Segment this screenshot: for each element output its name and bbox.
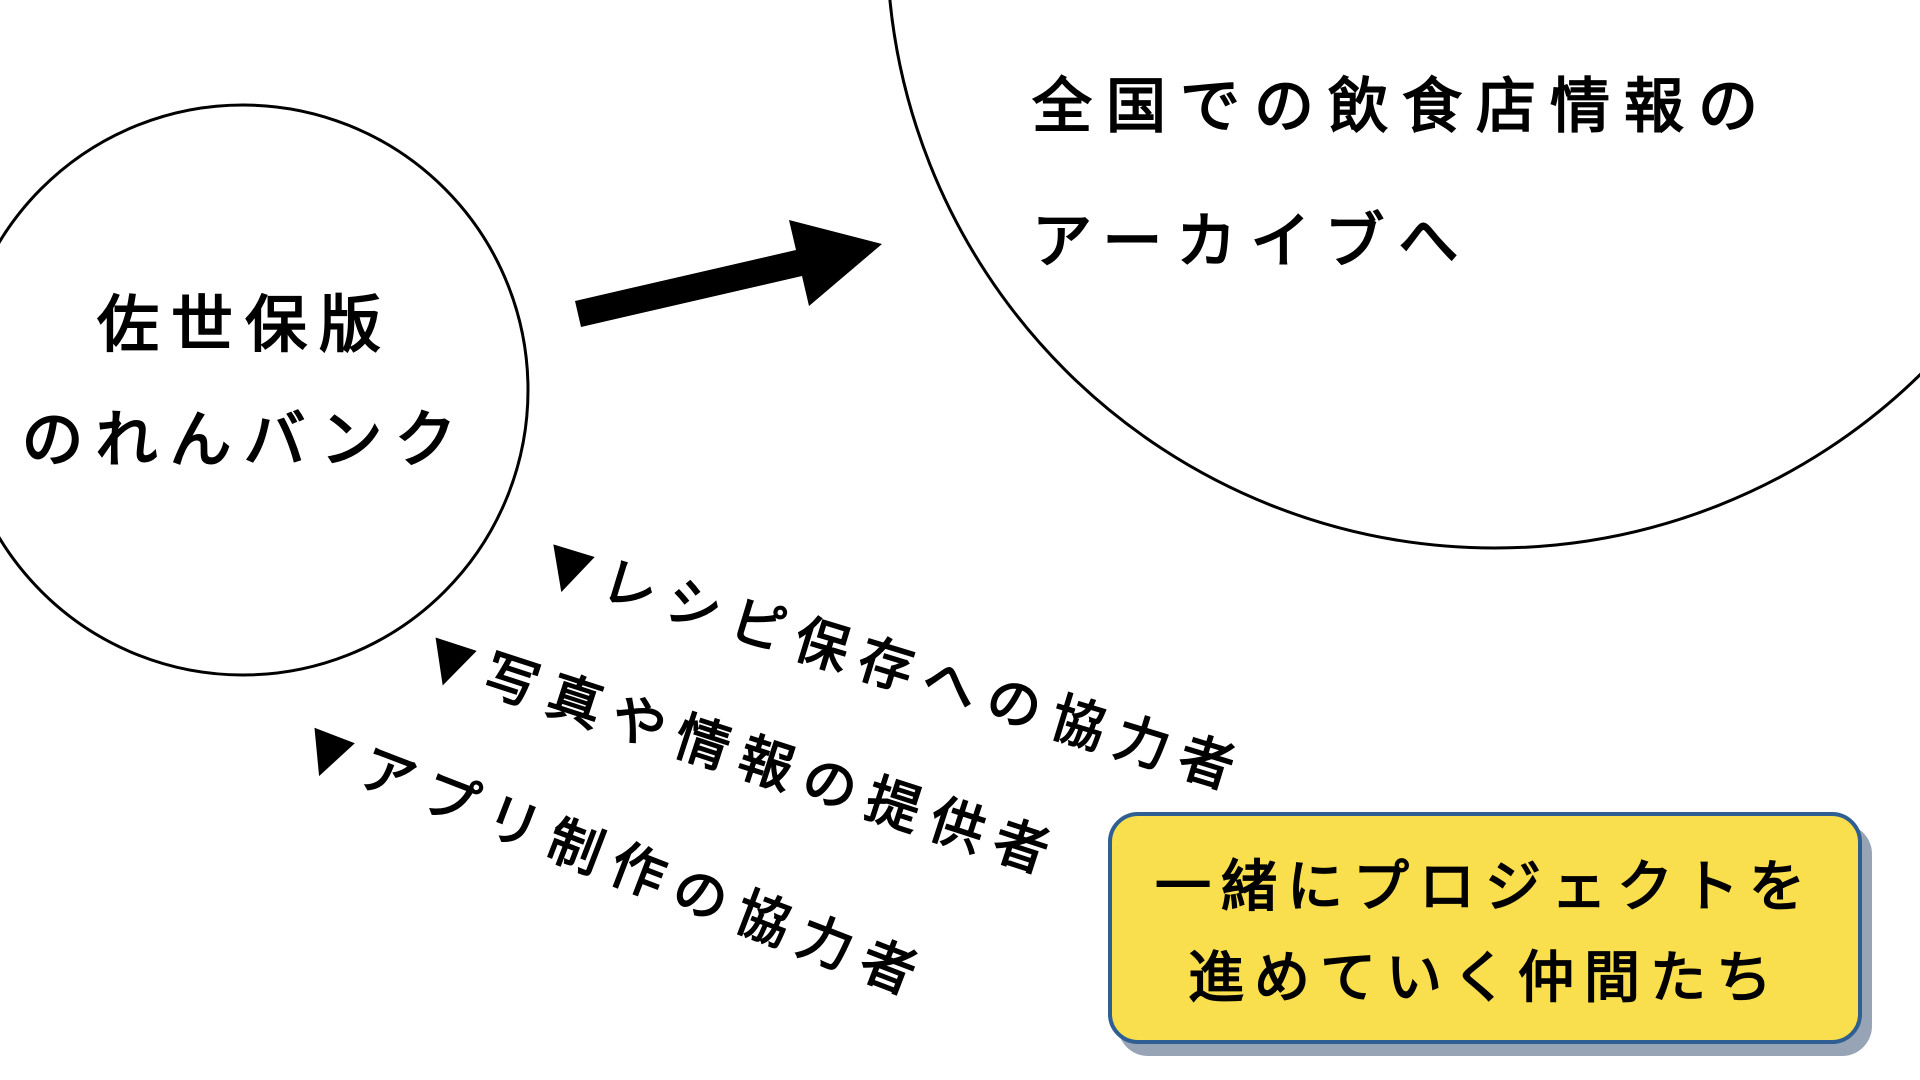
right-circle-shape xyxy=(888,0,1920,550)
left-circle-line1: 佐世保版 xyxy=(96,288,393,361)
left-circle-shape xyxy=(0,103,530,677)
arrow-icon xyxy=(575,220,882,327)
callout-line1: 一緒にプロジェクトを xyxy=(1155,855,1815,920)
left-circle-line2: のれんバンク xyxy=(21,402,469,476)
right-circle-line1: 全国での飲食店情報の xyxy=(1032,72,1772,142)
right-circle-line2: アーカイブへ xyxy=(1032,207,1473,277)
left-circle-label: 佐世保版 のれんバンク xyxy=(10,268,480,497)
right-circle-label: 全国での飲食店情報の アーカイブへ xyxy=(1032,40,1772,310)
callout-line2: 進めていく仲間たち xyxy=(1188,946,1782,1011)
callout-box: 一緒にプロジェクトを 進めていく仲間たち xyxy=(1108,812,1862,1044)
